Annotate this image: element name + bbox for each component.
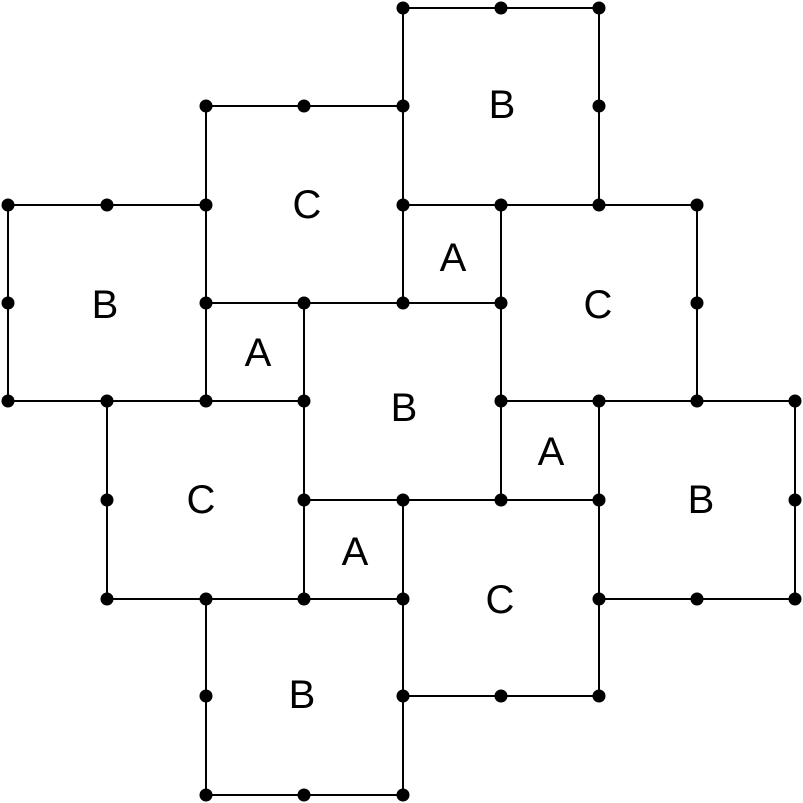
vertex-dot: [1, 394, 15, 408]
vertex-dot: [100, 592, 114, 606]
vertex-dot: [396, 592, 410, 606]
tile-label-a-left: A: [245, 331, 272, 375]
vertex-dot: [297, 788, 311, 802]
vertex-dot: [396, 99, 410, 113]
vertex-dot: [690, 394, 704, 408]
vertex-dot: [690, 296, 704, 310]
tile-label-b-right: B: [688, 478, 715, 522]
vertex-dot: [690, 198, 704, 212]
vertex-dot: [494, 1, 508, 15]
vertex-dot: [494, 394, 508, 408]
tile-label-a-upper-center: A: [440, 236, 467, 280]
vertex-dot: [788, 493, 802, 507]
vertex-dot: [1, 296, 15, 310]
vertex-dot: [494, 296, 508, 310]
vertex-dot: [788, 394, 802, 408]
vertex-dot: [396, 493, 410, 507]
vertex-dot: [788, 592, 802, 606]
vertex-dot: [297, 99, 311, 113]
tile-label-c-lower-right: C: [486, 578, 515, 622]
vertex-dot: [199, 198, 213, 212]
vertex-dot: [297, 592, 311, 606]
vertex-dot: [494, 689, 508, 703]
tile-label-b-top: B: [489, 83, 516, 127]
vertex-dot: [592, 689, 606, 703]
vertex-dot: [396, 198, 410, 212]
vertex-dot: [396, 1, 410, 15]
tile-label-a-lower-center: A: [342, 530, 369, 574]
tile-label-b-center: B: [391, 386, 418, 430]
vertex-dot: [297, 394, 311, 408]
vertex-dot: [199, 296, 213, 310]
tile-label-a-right: A: [538, 430, 565, 474]
vertex-dot: [592, 1, 606, 15]
vertex-dot: [592, 198, 606, 212]
vertex-dot: [592, 394, 606, 408]
vertex-dot: [199, 689, 213, 703]
vertex-dot: [592, 493, 606, 507]
vertex-dot: [100, 493, 114, 507]
vertex-dot: [100, 198, 114, 212]
vertex-dot: [199, 788, 213, 802]
vertex-dot: [592, 592, 606, 606]
vertex-dot: [199, 394, 213, 408]
vertex-dot: [690, 592, 704, 606]
vertex-dot: [297, 493, 311, 507]
vertex-dot: [494, 198, 508, 212]
vertex-dot: [1, 198, 15, 212]
vertex-dot: [100, 394, 114, 408]
vertex-dot: [494, 493, 508, 507]
vertex-dot: [396, 689, 410, 703]
vertex-dot: [396, 296, 410, 310]
tile-label-c-upper-left: C: [293, 183, 322, 227]
vertex-dot: [297, 296, 311, 310]
vertex-dot: [396, 788, 410, 802]
tile-label-b-left: B: [92, 283, 119, 327]
vertex-dot: [592, 99, 606, 113]
vertex-dot: [199, 99, 213, 113]
tile-label-c-right: C: [584, 283, 613, 327]
vertex-dot: [199, 592, 213, 606]
tile-label-c-lower-left: C: [187, 478, 216, 522]
tile-label-b-bottom: B: [289, 673, 316, 717]
